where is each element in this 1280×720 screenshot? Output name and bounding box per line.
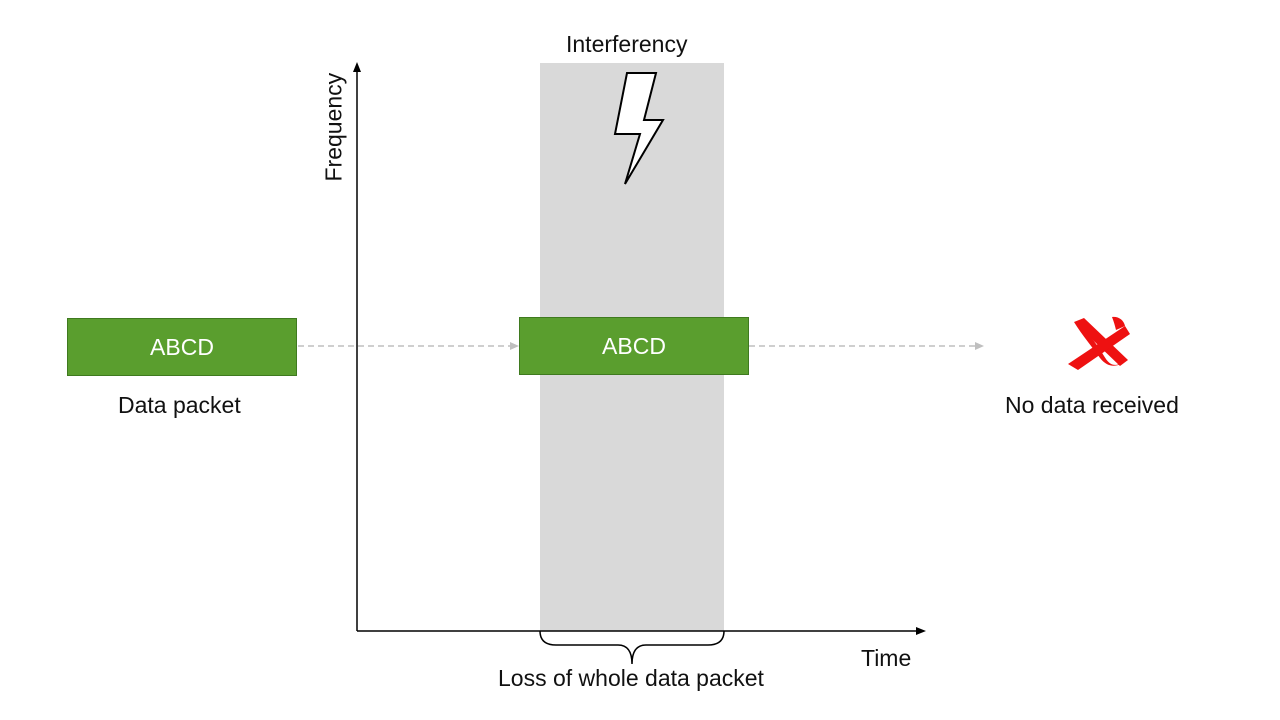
source-packet-caption: Data packet — [118, 392, 241, 418]
interfered-packet: ABCD — [519, 317, 749, 375]
source-packet: ABCD — [67, 318, 297, 376]
result-label: No data received — [1005, 392, 1179, 418]
x-axis-label: Time — [861, 645, 912, 671]
y-axis-arrowhead — [353, 62, 361, 72]
x-axis-arrowhead — [916, 627, 926, 635]
loss-label: Loss of whole data packet — [498, 665, 764, 691]
loss-brace — [539, 630, 725, 665]
dashed-arrow-result-head — [975, 342, 984, 350]
dashed-arrow-transmit-head — [510, 342, 519, 350]
lightning-bolt-icon — [613, 72, 665, 185]
source-packet-text: ABCD — [150, 333, 214, 360]
interfered-packet-text: ABCD — [602, 332, 666, 359]
y-axis-label: Frequency — [320, 72, 347, 182]
interference-label: Interferency — [566, 31, 688, 57]
red-x-icon — [1068, 316, 1130, 370]
